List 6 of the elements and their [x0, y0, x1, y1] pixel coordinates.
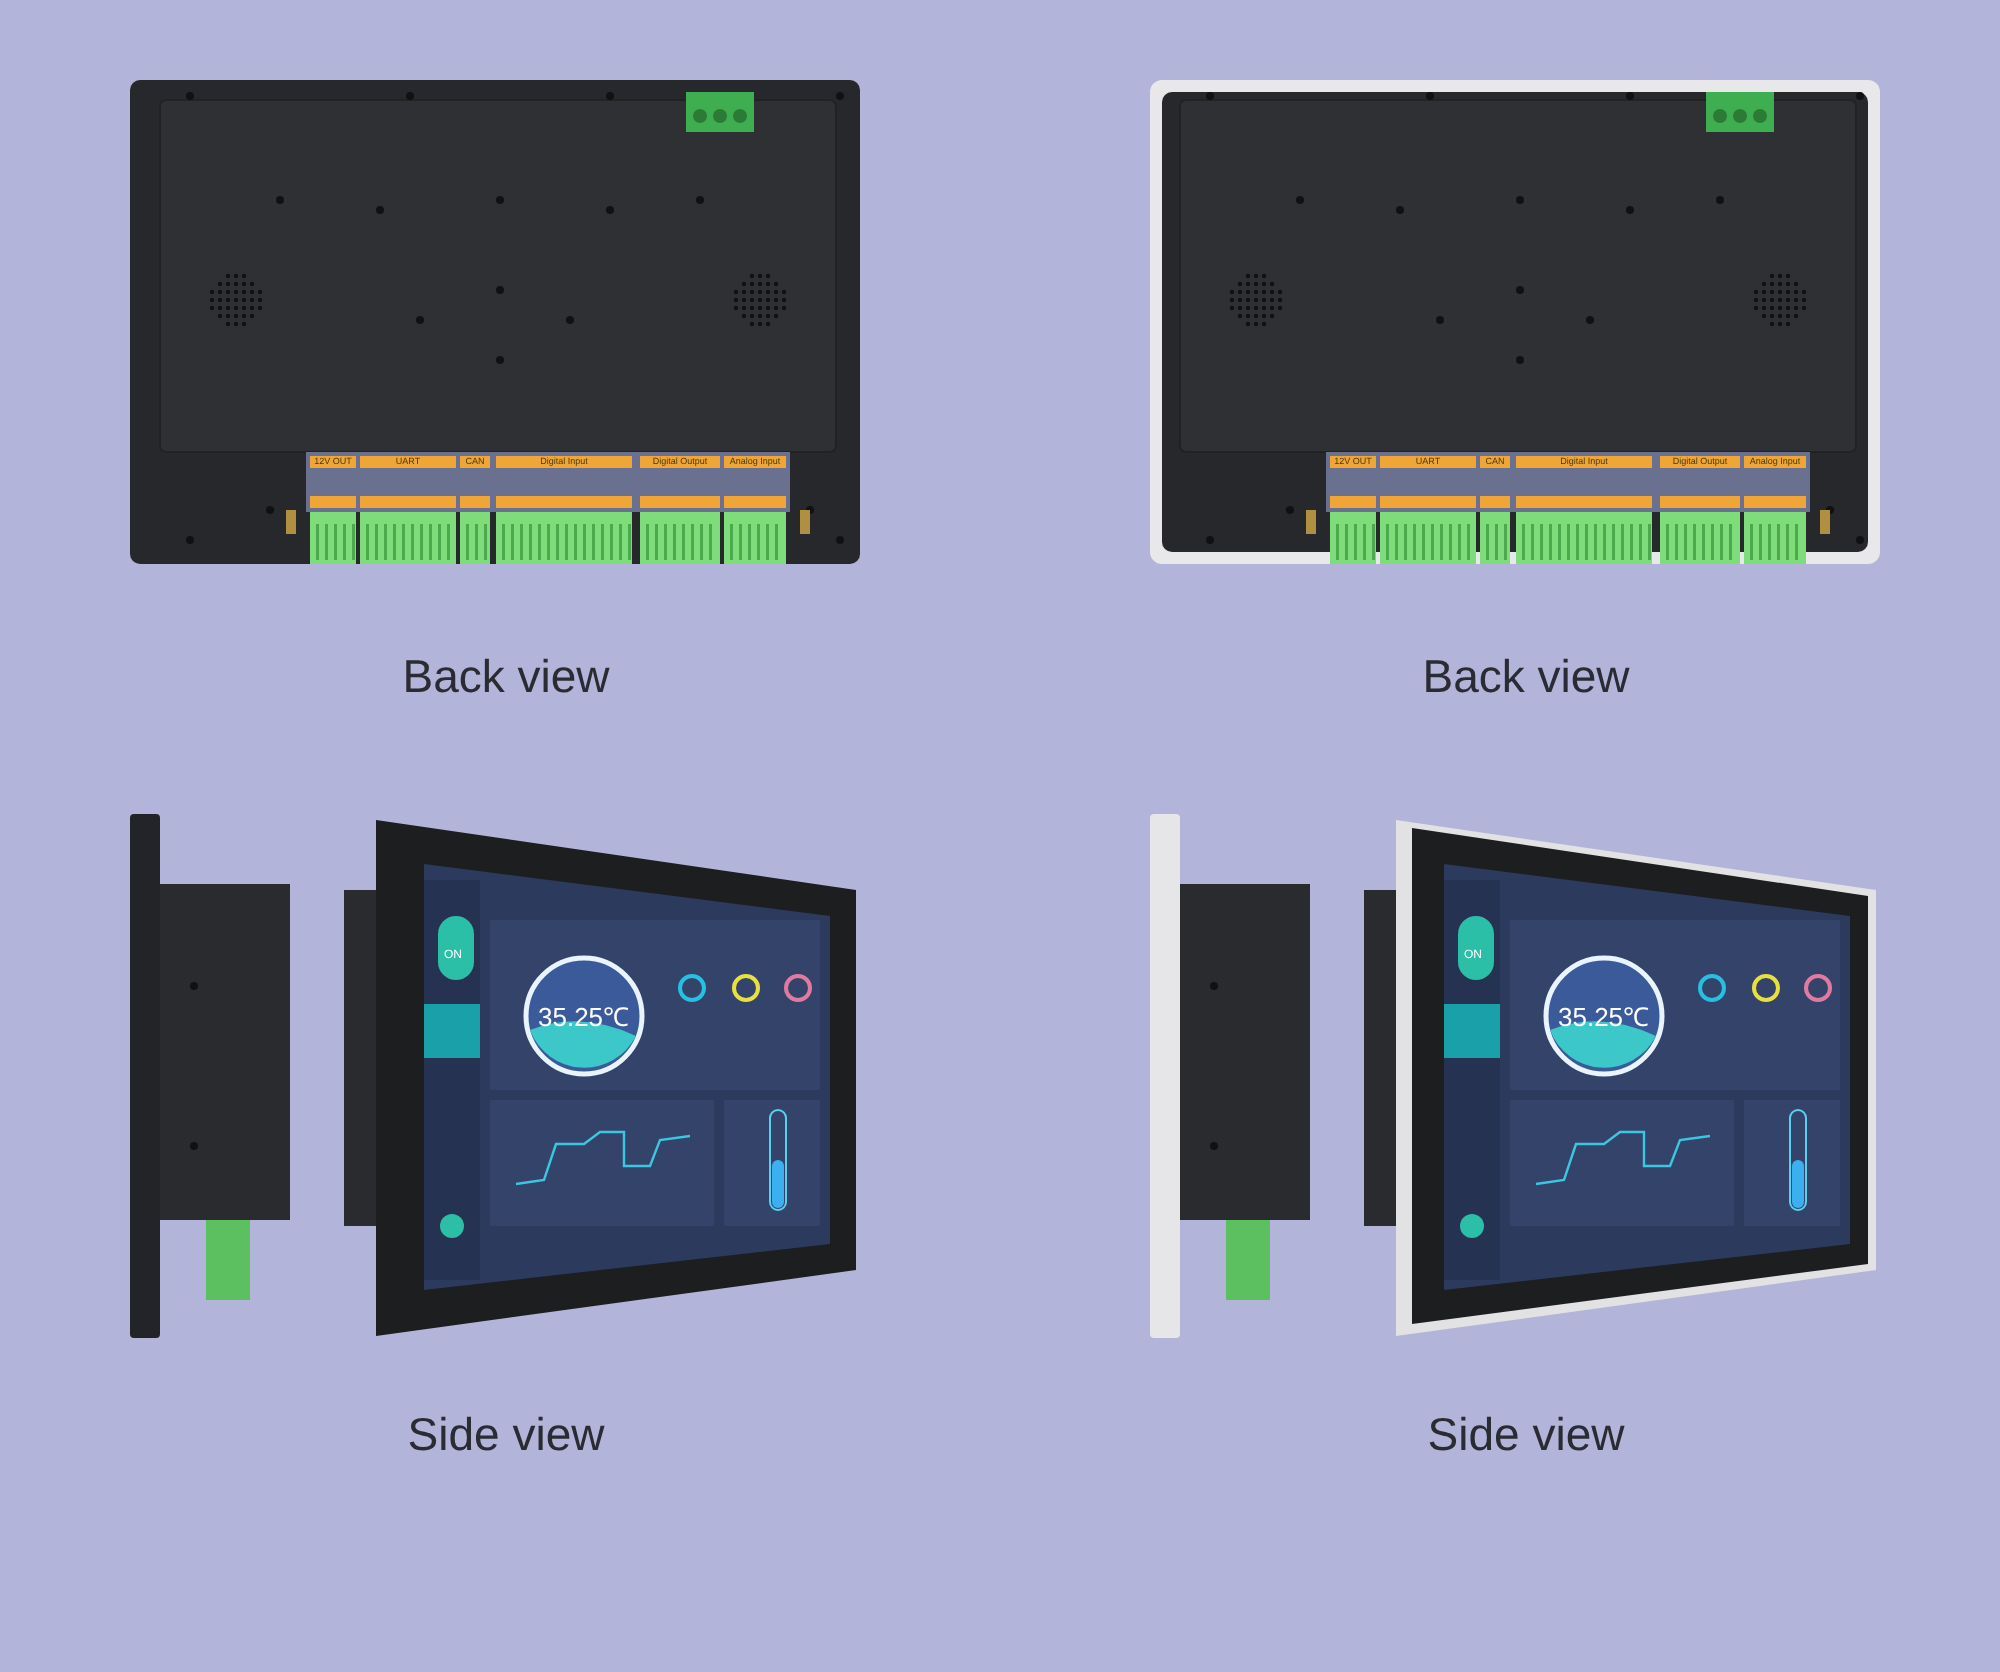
view-caption: Back view: [402, 650, 610, 704]
view-caption: Side view: [407, 1408, 605, 1462]
view-caption: Side view: [1427, 1408, 1625, 1462]
temperature-reading: 35.25℃: [538, 1000, 630, 1034]
temperature-reading: 35.25℃: [1558, 1000, 1650, 1034]
view-caption: Back view: [1422, 650, 1630, 704]
